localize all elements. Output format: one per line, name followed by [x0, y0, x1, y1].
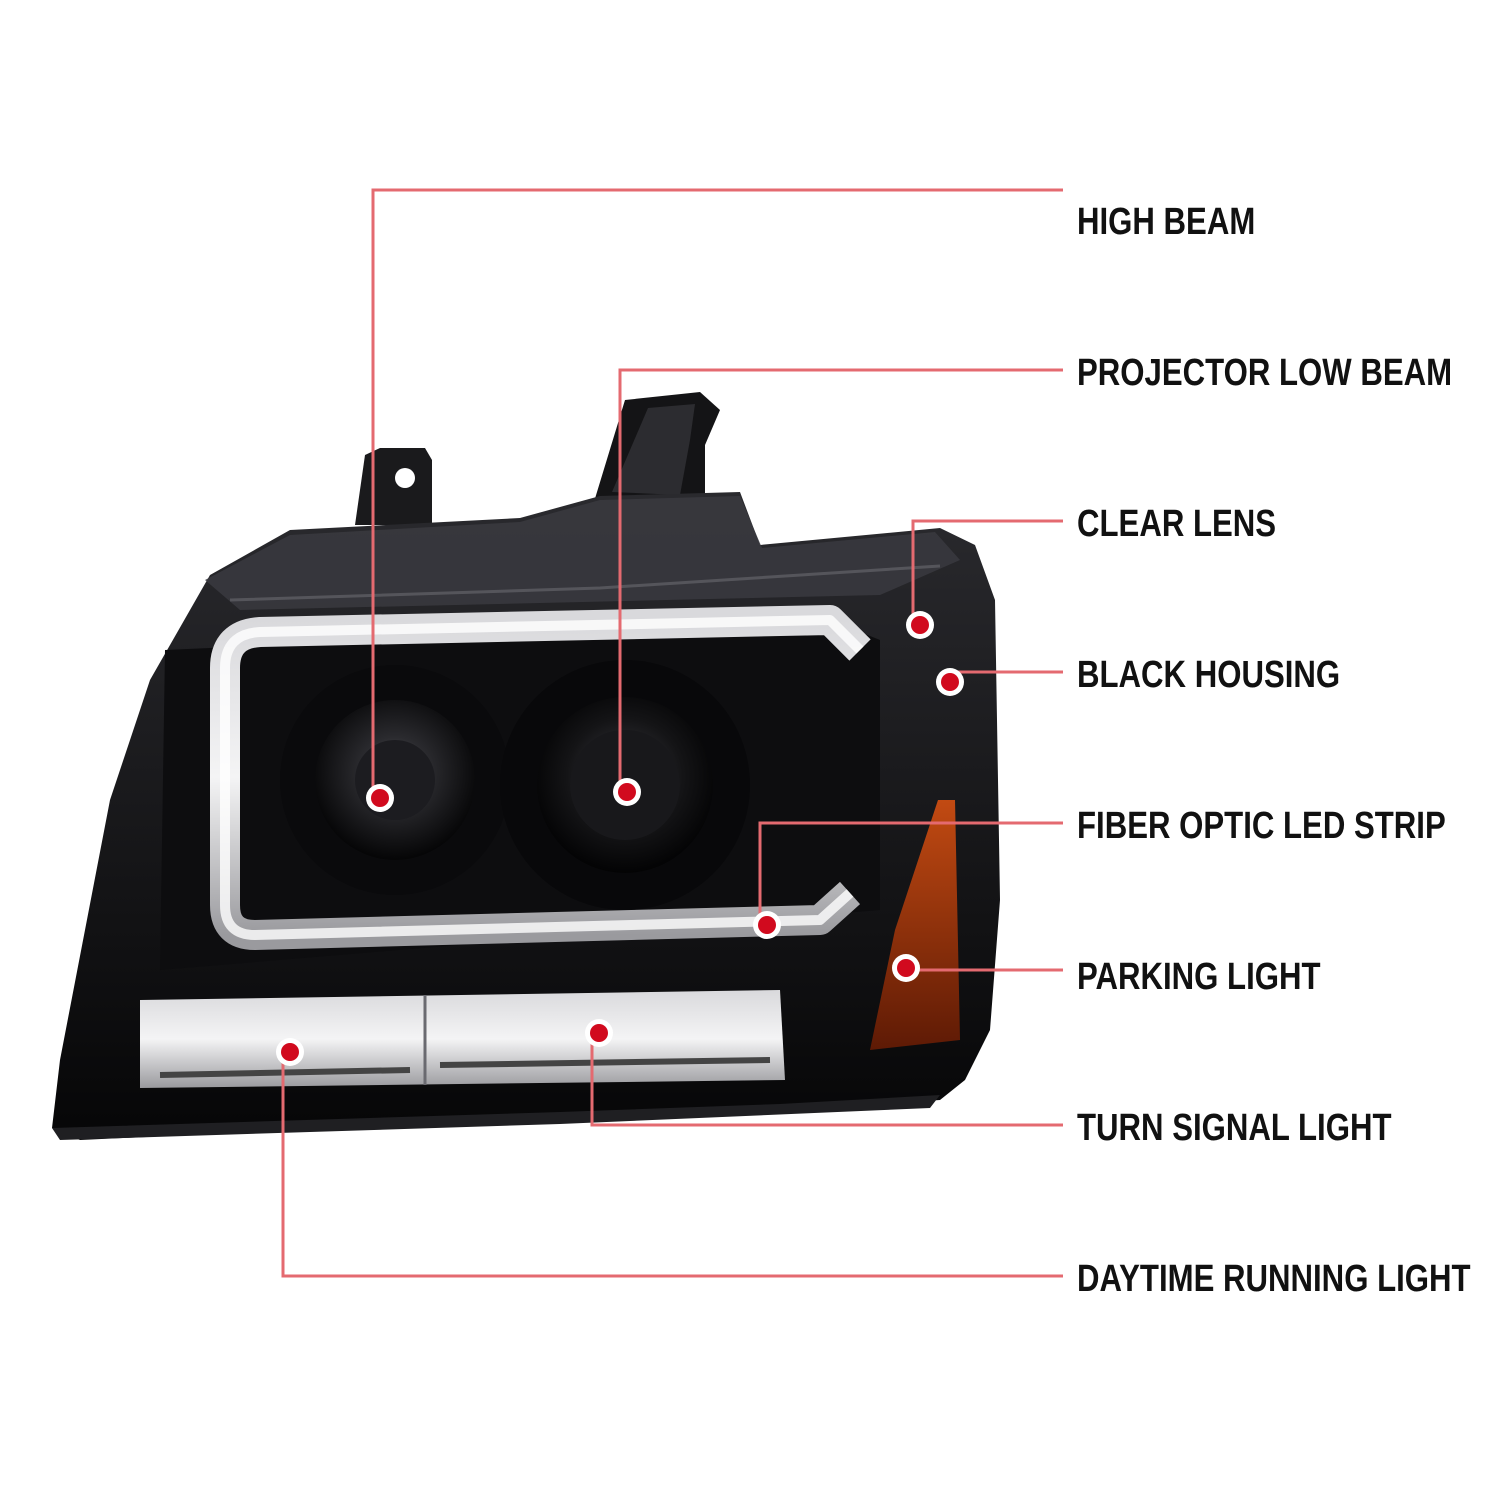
projector-low-beam-label: PROJECTOR LOW BEAM [1077, 352, 1453, 394]
high-beam-label: HIGH BEAM [1077, 201, 1256, 243]
clear-lens-label: CLEAR LENS [1077, 503, 1277, 545]
high-beam-leader-line [371, 188, 1063, 798]
fiber-optic-led-strip-label: FIBER OPTIC LED STRIP [1077, 805, 1446, 847]
projector-low-beam-marker [618, 783, 636, 801]
parking-light-label: PARKING LIGHT [1077, 956, 1321, 998]
fiber-optic-led-strip-marker [758, 916, 776, 934]
turn-signal-light-leader-line [590, 1033, 1063, 1127]
fiber-optic-led-strip-leader-line [758, 821, 1063, 925]
daytime-running-light-leader-line [281, 1052, 1063, 1278]
amber-parking-light-shape [870, 800, 960, 1050]
turn-signal-light-marker [590, 1024, 608, 1042]
clear-lens-marker [911, 616, 929, 634]
daytime-running-light-label: DAYTIME RUNNING LIGHT [1077, 1258, 1471, 1300]
clear-lens-leader-line [911, 519, 1063, 625]
projector-low-beam-leader-line [618, 368, 1063, 792]
parking-light-marker [897, 959, 915, 977]
callout-leader-lines [276, 188, 1063, 1278]
black-housing-label: BLACK HOUSING [1077, 654, 1341, 696]
top-lens-area [205, 496, 960, 610]
turn-signal-light-label: TURN SIGNAL LIGHT [1077, 1107, 1392, 1149]
high-beam-marker [371, 789, 389, 807]
daytime-running-light-marker [281, 1043, 299, 1061]
black-housing-marker [941, 673, 959, 691]
